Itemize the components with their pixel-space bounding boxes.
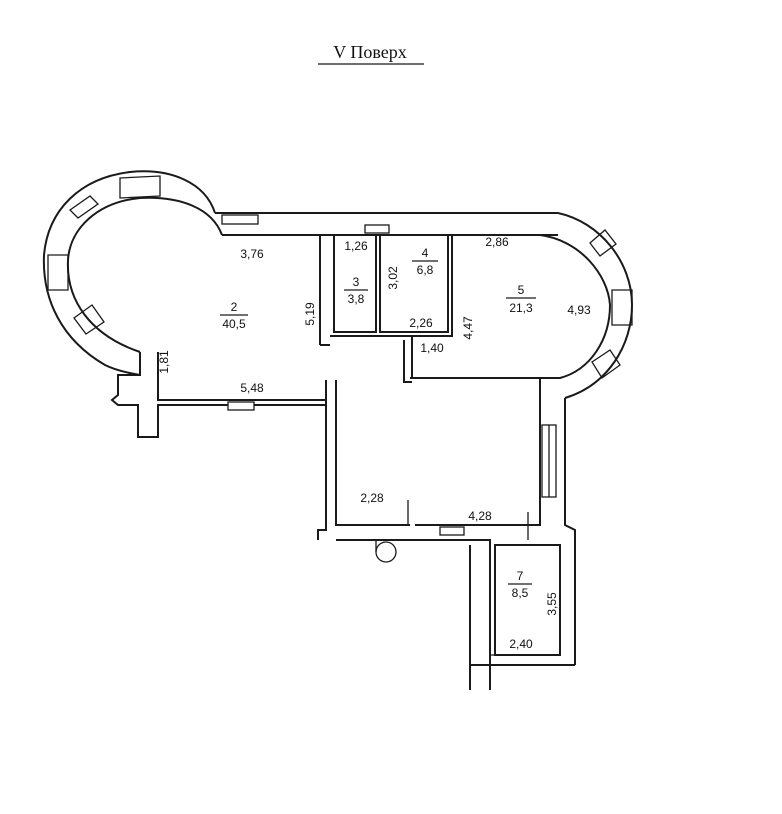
room-labels: 2 40,5 3 3,8 4 6,8 5 21,3 7 8,5 — [220, 246, 536, 600]
dim-2-40: 2,40 — [509, 637, 533, 651]
svg-text:4: 4 — [422, 246, 429, 260]
dim-5-19: 5,19 — [303, 302, 317, 326]
dim-4-47: 4,47 — [461, 316, 475, 340]
svg-text:40,5: 40,5 — [222, 317, 246, 331]
dim-1-40: 1,40 — [420, 341, 444, 355]
dim-1-26: 1,26 — [344, 239, 368, 253]
partitions — [221, 214, 529, 540]
svg-text:8,5: 8,5 — [512, 586, 529, 600]
floor-title: V Поверх — [333, 42, 407, 62]
dim-3-02: 3,02 — [386, 266, 400, 290]
dim-4-93: 4,93 — [567, 303, 591, 317]
room-3-label: 3 3,8 — [344, 275, 368, 306]
room-7-label: 7 8,5 — [508, 569, 532, 600]
dimension-labels: 3,76 1,26 3,02 2,86 4,93 5,19 2,26 4,47 … — [157, 235, 591, 651]
dim-3-55: 3,55 — [545, 592, 559, 616]
room-4-label: 4 6,8 — [412, 246, 438, 277]
dim-2-26: 2,26 — [409, 316, 433, 330]
dim-2-86: 2,86 — [485, 235, 509, 249]
svg-text:5: 5 — [518, 283, 525, 297]
svg-text:3: 3 — [353, 275, 360, 289]
dim-2-28: 2,28 — [360, 491, 384, 505]
dim-5-48: 5,48 — [240, 381, 264, 395]
dim-3-76: 3,76 — [240, 247, 264, 261]
room-5-label: 5 21,3 — [506, 283, 536, 315]
dim-4-28: 4,28 — [468, 509, 492, 523]
dim-1-81: 1,81 — [157, 350, 171, 374]
svg-text:21,3: 21,3 — [509, 301, 533, 315]
room-2-label: 2 40,5 — [220, 300, 248, 331]
svg-text:2: 2 — [231, 300, 238, 314]
svg-text:7: 7 — [517, 569, 524, 583]
svg-text:3,8: 3,8 — [348, 292, 365, 306]
outer-walls — [42, 170, 634, 690]
svg-text:6,8: 6,8 — [417, 263, 434, 277]
